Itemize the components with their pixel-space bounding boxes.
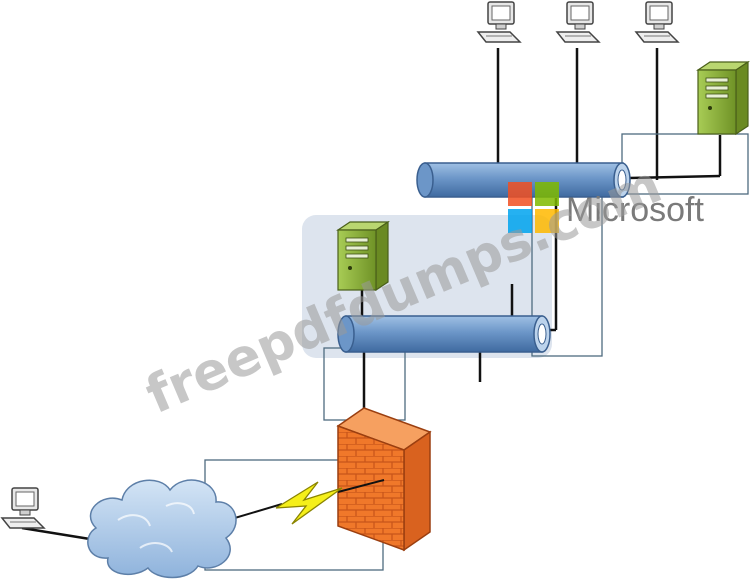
internet-cloud-icon — [87, 479, 237, 579]
firewall-icon — [336, 407, 432, 552]
wan-link-lightning-icon — [227, 479, 385, 525]
backbone-pipe-dmz — [337, 315, 551, 353]
microsoft-logo — [508, 182, 559, 233]
server-icon — [696, 60, 750, 136]
microsoft-wordmark: Microsoft — [566, 191, 704, 229]
workstation-icon — [555, 1, 601, 43]
backbone-pipe-internal — [416, 162, 631, 198]
site-watermark: freepdfdumps.com — [138, 155, 670, 426]
connection-lines — [21, 48, 722, 542]
workstation-icon — [0, 487, 46, 529]
server-icon — [336, 220, 390, 292]
workstation-icon — [634, 1, 680, 43]
workstation-icon — [476, 1, 522, 43]
